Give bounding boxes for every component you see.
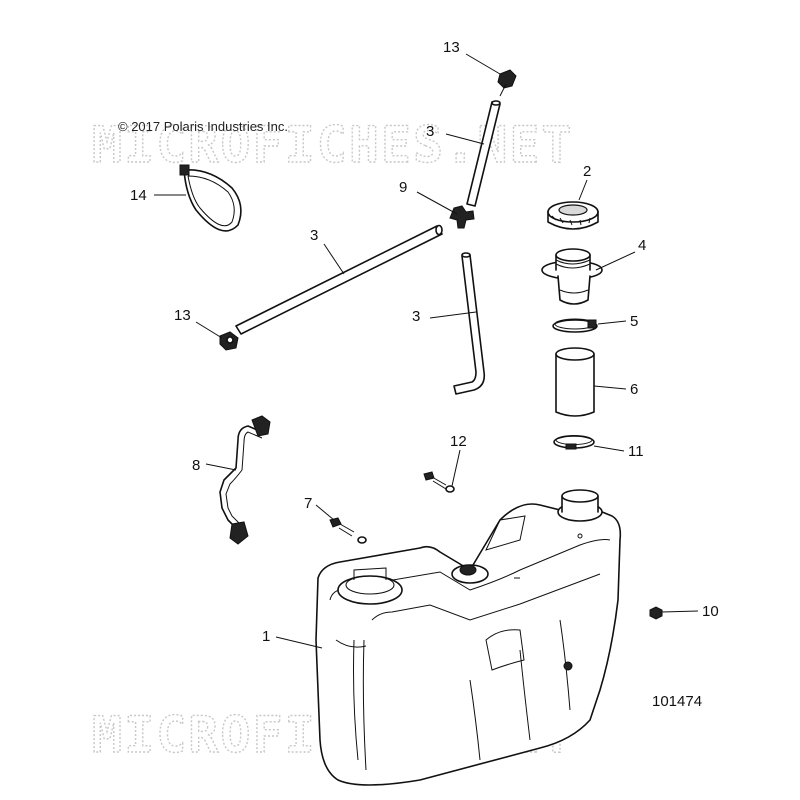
callout-2: 2: [583, 163, 591, 180]
part-3-vent-hose-bent: [453, 252, 486, 395]
part-8-fuel-line: [219, 415, 271, 545]
part-10-nut: [649, 606, 663, 620]
callout-1: 1: [262, 628, 270, 645]
callout-4: 4: [638, 237, 646, 254]
part-7-bolt: [329, 517, 367, 544]
part-3-vent-hose-long: [235, 224, 443, 335]
callout-3-top: 3: [426, 123, 434, 140]
part-13-vent-valve-top: [497, 69, 517, 97]
figure-number: 101474: [652, 693, 702, 710]
part-3-vent-hose-top: [466, 100, 501, 207]
callout-12: 12: [450, 433, 467, 450]
callout-9: 9: [399, 179, 407, 196]
part-12-bolt: [423, 471, 455, 493]
callout-5: 5: [630, 313, 638, 330]
part-2-fuel-cap: [547, 201, 599, 230]
callout-6: 6: [630, 381, 638, 398]
callout-8: 8: [192, 457, 200, 474]
part-5-hose-clamp: [552, 318, 598, 333]
part-9-tee-fitting: [449, 205, 475, 229]
callout-14: 14: [130, 187, 147, 204]
leader-lines: [154, 53, 699, 649]
part-6-filler-hose: [555, 347, 595, 417]
part-4-filler-neck: [541, 248, 603, 305]
copyright-text: © 2017 Polaris Industries Inc.: [118, 119, 288, 134]
part-14-tank-strap: [179, 164, 242, 232]
callout-10: 10: [702, 603, 719, 620]
part-1-fuel-tank: [315, 489, 622, 786]
callout-13-top: 13: [443, 39, 460, 56]
callout-3-mid: 3: [412, 308, 420, 325]
callout-labels: 13 3 2 14 9 4 3 13 3 5 6 8 12 11 7 10 1: [130, 39, 719, 645]
callout-7: 7: [304, 495, 312, 512]
part-13-vent-valve-left: [219, 331, 239, 351]
callout-13-left: 13: [174, 307, 191, 324]
part-11-hose-clamp: [553, 435, 595, 450]
callout-11: 11: [628, 443, 644, 460]
callout-3-long: 3: [310, 227, 318, 244]
